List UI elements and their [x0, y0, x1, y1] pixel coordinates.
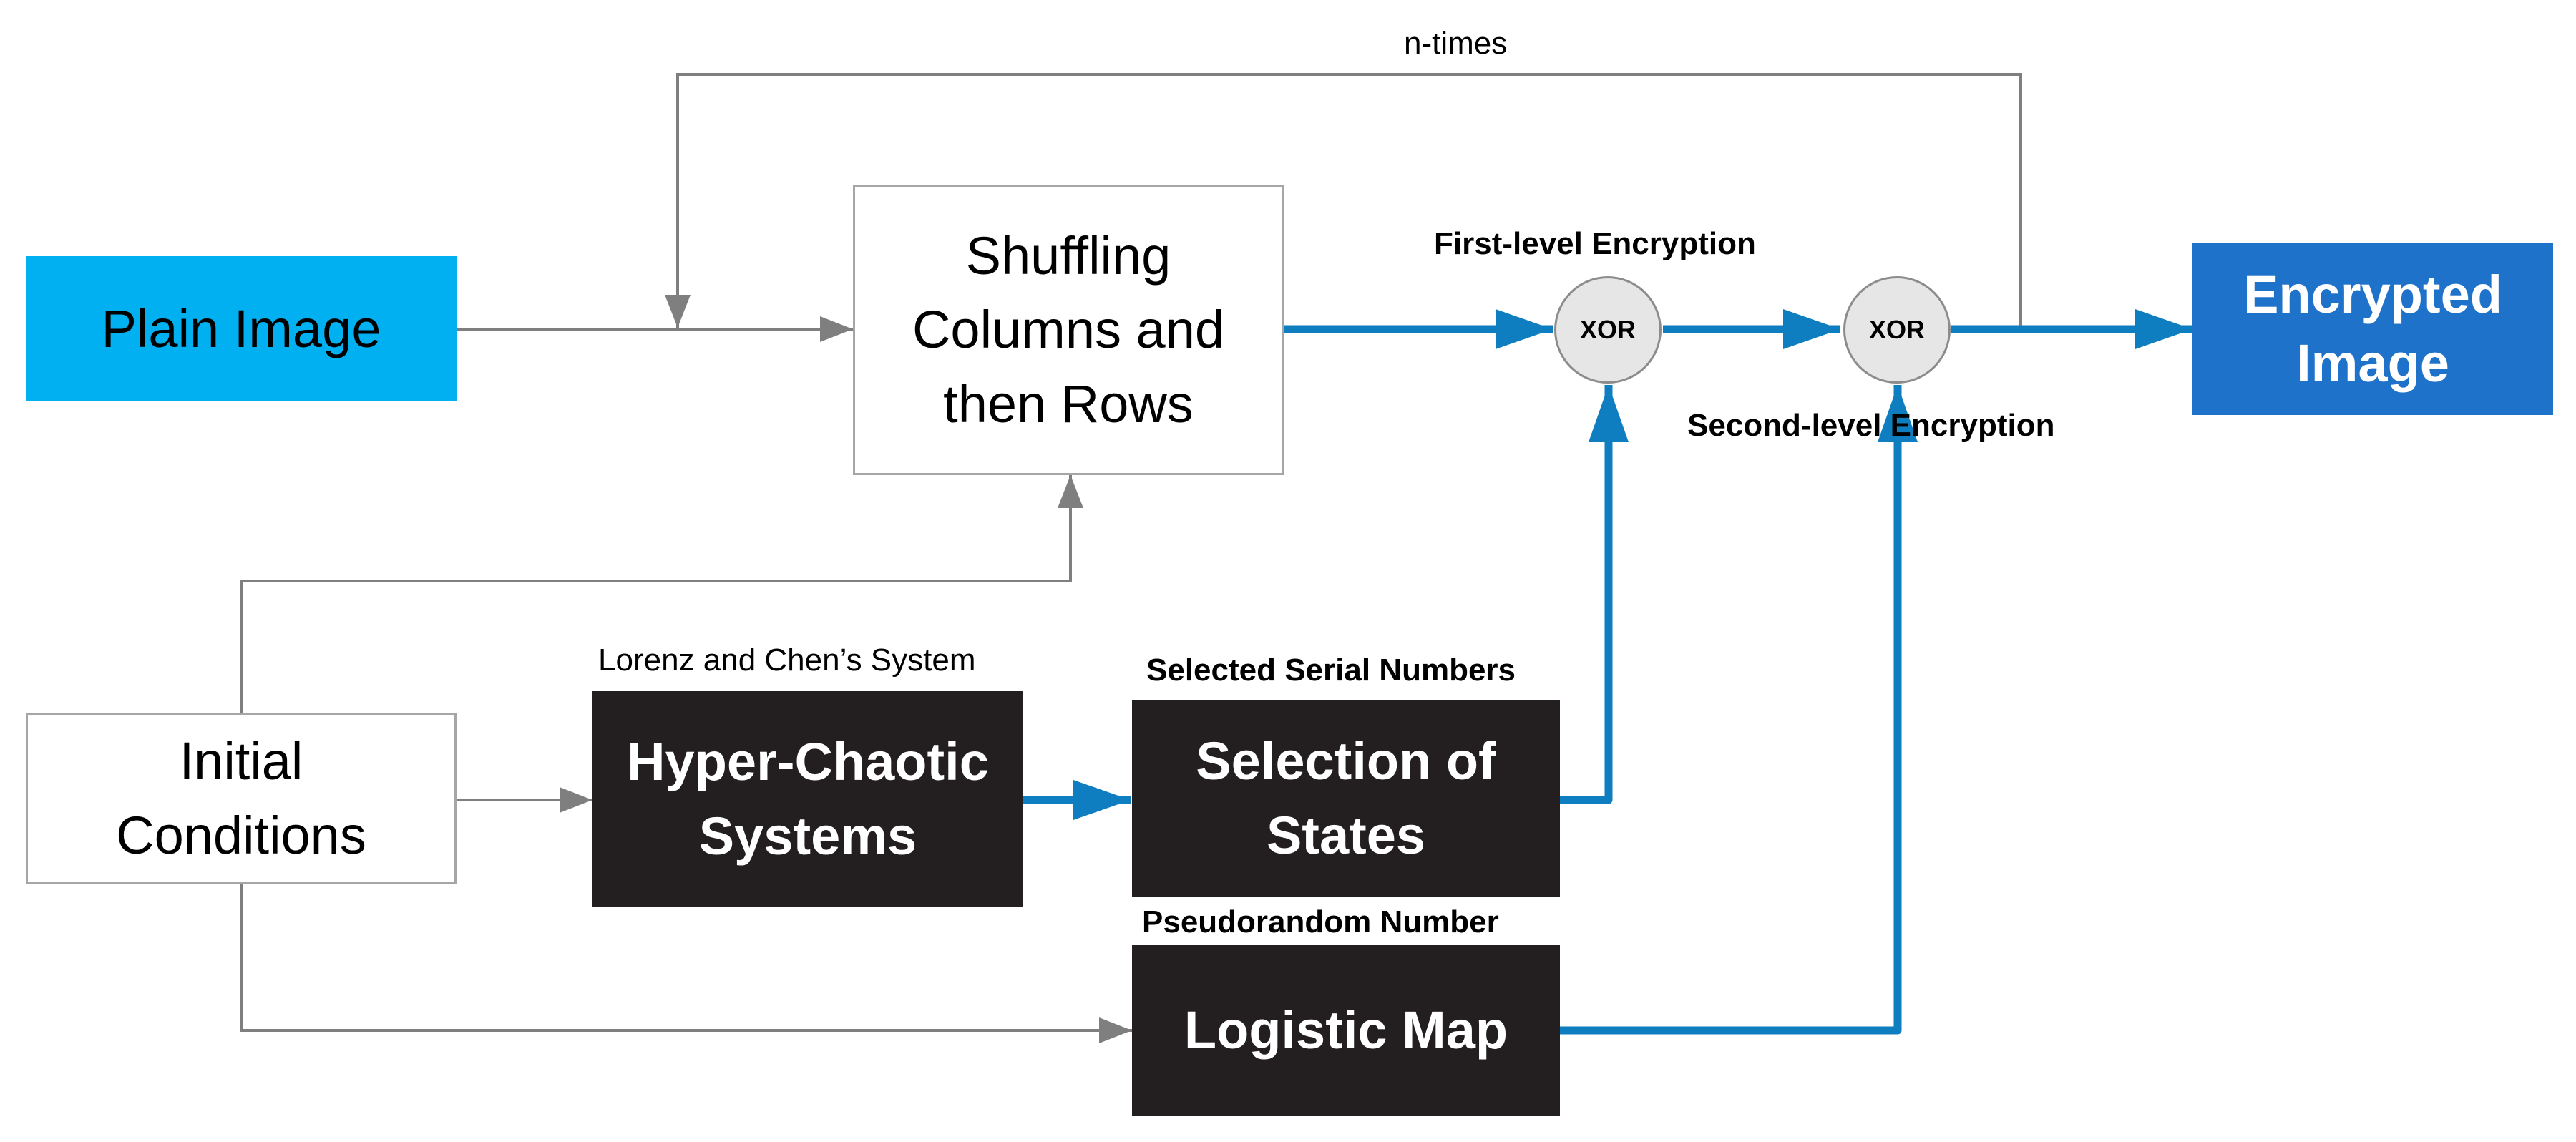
xor-first-node: XOR — [1554, 276, 1662, 384]
xor-second-label: XOR — [1868, 315, 1925, 344]
encrypted-image-box: Encrypted Image — [2192, 243, 2553, 415]
second-level-encryption-label: Second-level Encryption — [1687, 408, 2055, 443]
logistic-map-box: Logistic Map — [1132, 945, 1560, 1116]
plain-image-label: Plain Image — [101, 298, 381, 358]
xor-second-node: XOR — [1843, 276, 1951, 384]
xor-first-label: XOR — [1579, 315, 1636, 344]
initial-conditions-label: Initial Conditions — [116, 731, 366, 865]
logistic-map-label: Logistic Map — [1184, 1000, 1508, 1060]
n-times-label: n-times — [1404, 26, 1508, 61]
logistic-to-xor2-arrow — [1560, 385, 1918, 1035]
n-times-feedback-arrow — [665, 73, 2022, 329]
initial-to-shuffling-arrow — [240, 475, 1083, 713]
pseudorandom-number-label: Pseudorandom Number — [1142, 904, 1499, 940]
hyper-chaotic-box: Hyper-Chaotic Systems — [592, 691, 1023, 907]
first-level-encryption-label: First-level Encryption — [1434, 226, 1756, 261]
hyper-chaotic-label: Hyper-Chaotic Systems — [627, 732, 989, 866]
shuffling-box: Shuffling Columns and then Rows — [853, 185, 1284, 475]
lorenz-chen-label: Lorenz and Chen’s System — [598, 643, 976, 678]
selection-states-label: Selection of States — [1196, 731, 1496, 865]
shuffling-label: Shuffling Columns and then Rows — [912, 225, 1224, 434]
initial-conditions-box: Initial Conditions — [26, 713, 457, 884]
selection-states-box: Selection of States — [1132, 700, 1560, 897]
selection-to-xor1-arrow — [1560, 385, 1629, 804]
encrypted-image-label: Encrypted Image — [2243, 264, 2502, 393]
initial-to-logistic-arrow — [240, 884, 1132, 1043]
plain-image-box: Plain Image — [26, 256, 457, 401]
selected-serial-numbers-label: Selected Serial Numbers — [1146, 653, 1516, 688]
